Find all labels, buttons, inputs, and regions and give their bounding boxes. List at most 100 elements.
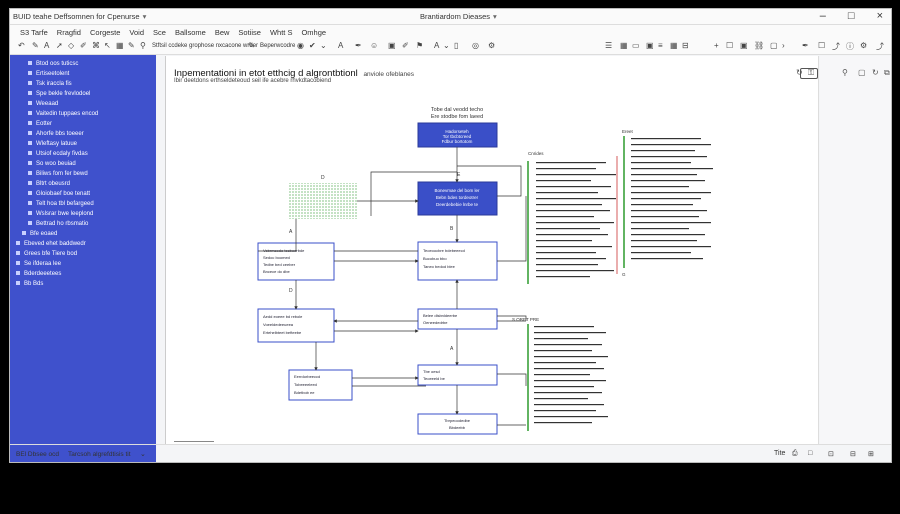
fit-icon[interactable]: ⊡ (828, 451, 834, 458)
settings-icon[interactable]: ⚙ (488, 41, 496, 50)
menu-item[interactable]: Corgeste (89, 27, 121, 37)
align-icon[interactable]: ☰ (605, 41, 613, 50)
shape-icon[interactable]: ◇ (68, 41, 75, 50)
sidebar-item[interactable]: Gloiobaef boe tenatt (28, 191, 90, 201)
document-title-menu[interactable]: Brantiardom Dieases▾ (420, 12, 497, 21)
pen-icon[interactable]: ✒ (802, 41, 809, 50)
info-icon[interactable]: ⓘ (846, 42, 854, 51)
list-icon[interactable]: ≡ (658, 41, 663, 50)
comment-icon[interactable]: ☐ (818, 41, 826, 50)
sidebar-item[interactable]: Bb Bds (16, 281, 43, 291)
add-icon[interactable]: + (714, 41, 719, 50)
flow-node-start[interactable] (417, 122, 498, 148)
format-icon[interactable]: ✐ (80, 41, 87, 50)
sidebar-item[interactable]: Spe bekle frevlodoel (28, 91, 90, 101)
close-button[interactable]: × (876, 10, 883, 22)
square-icon[interactable]: □ (808, 450, 813, 457)
flow-node-mid-3[interactable] (417, 364, 498, 386)
edit-icon[interactable]: ✎ (128, 41, 135, 50)
text-icon[interactable]: A (44, 41, 50, 50)
app-title-menu[interactable]: BUID teahe Deffsomnen for Cpenurse▾ (13, 12, 146, 21)
target-icon[interactable]: ◎ (472, 41, 479, 50)
sidebar-item[interactable]: Bderdeeetees (16, 271, 61, 281)
zoom-out-icon[interactable]: ⊟ (850, 451, 856, 458)
menu-item[interactable]: Ballsome (174, 27, 206, 37)
pin-icon[interactable]: ⚲ (842, 68, 848, 77)
sidebar-item[interactable]: Tsk iraccla fis (28, 81, 72, 91)
sidebar-item[interactable]: So woo beuiad (28, 161, 76, 171)
sidebar-item[interactable]: Ertiseetolent (28, 71, 69, 81)
font-icon[interactable]: A (338, 41, 344, 50)
arrow-icon[interactable]: ➚ (56, 41, 63, 50)
print-icon[interactable]: ⎙ (792, 450, 798, 457)
menu-item[interactable]: Sotiise (238, 27, 261, 37)
check-icon[interactable]: ✔ (309, 41, 316, 50)
sidebar-item[interactable]: Telt hoa tbl befargeed (28, 201, 94, 211)
minimize-button[interactable]: – (819, 10, 826, 22)
text-icon[interactable]: ☐ (726, 41, 734, 50)
image-icon[interactable]: ▣ (646, 41, 654, 50)
menu-item[interactable]: Omhge (301, 27, 327, 37)
sidebar-item[interactable]: Weeaad (28, 101, 58, 111)
sidebar-item[interactable]: Wslsrar bwe leeplond (28, 211, 93, 221)
undo-icon[interactable]: ↶ (18, 41, 25, 50)
image-icon[interactable]: ▣ (388, 41, 396, 50)
smile-icon[interactable]: ☺ (370, 41, 379, 50)
page-icon[interactable]: ▢ (858, 68, 866, 77)
sidebar-item[interactable]: Wleftasy latuue (28, 141, 77, 151)
link-icon[interactable]: ⌘ (92, 41, 100, 50)
toggle-icon[interactable]: ⊟ (682, 41, 689, 50)
refresh-icon[interactable]: ↻ (872, 68, 879, 77)
sidebar-item[interactable]: Ahorfe bbs toeeer (28, 131, 84, 141)
menu-item[interactable]: Void (129, 27, 145, 37)
edit-icon[interactable]: ✎ (248, 41, 255, 50)
sidebar-item[interactable]: Eotter (28, 121, 52, 131)
node-icon[interactable]: ⚲ (140, 41, 146, 50)
share-icon[interactable]: ⤴ (876, 42, 884, 51)
menu-item[interactable]: Sce (153, 27, 166, 37)
color-icon[interactable]: ◉ (297, 41, 304, 50)
sidebar-item[interactable]: Bfe eoaed (22, 231, 57, 241)
flow-node-process[interactable] (417, 181, 498, 216)
chevron-down-icon[interactable]: ⌄ (140, 451, 146, 458)
sidebar-item[interactable]: Btod oos tuticsc (28, 61, 78, 71)
sidebar-item[interactable]: Bettrad ho rbsmatio (28, 221, 88, 231)
share-icon[interactable]: ⤴ (832, 42, 840, 51)
flow-node-end[interactable] (417, 413, 498, 435)
settings-icon[interactable]: ⚙ (860, 41, 868, 50)
image-icon[interactable]: ▣ (740, 41, 748, 50)
pin-icon[interactable]: ⚑ (416, 41, 424, 50)
chevron-right-icon[interactable]: › (782, 41, 785, 50)
sidebar-item[interactable]: Ebeved ehet baddwedr (16, 241, 86, 251)
maximize-button[interactable]: □ (847, 10, 855, 22)
grid-icon[interactable]: ▦ (620, 41, 628, 50)
link-icon[interactable]: ⛓ (754, 41, 765, 50)
zoom-in-icon[interactable]: ⊞ (868, 451, 874, 458)
flow-node-mid-2[interactable] (417, 308, 498, 330)
sidebar-item[interactable]: Vaitedin tuppaes encod (28, 111, 98, 121)
sidebar-item[interactable]: Utsiof ecdaly fivdas (28, 151, 88, 161)
menu-item[interactable]: Whtt S (269, 27, 293, 37)
pen-icon[interactable]: ✒ (355, 41, 362, 50)
calendar-icon[interactable]: ▦ (670, 41, 678, 50)
pointer-icon[interactable]: ↖ (104, 41, 111, 50)
sidebar-item[interactable]: Grees bfe Tiere bod (16, 251, 77, 261)
sidebar-item[interactable]: Se ifderaa lee (16, 261, 61, 271)
copy-icon[interactable]: ⧉ (884, 68, 890, 77)
trash-icon[interactable]: ▯ (454, 41, 459, 50)
chevron-down-icon[interactable]: ⌄ (443, 41, 450, 50)
sidebar-item[interactable]: Biliws fom fer bewd (28, 171, 88, 181)
menu-item[interactable]: Rragfid (56, 27, 81, 37)
frame-button[interactable] (800, 68, 818, 79)
diagram-canvas[interactable]: Inpementationi in etot etthcig d algront… (165, 56, 819, 444)
menu-item[interactable]: S3 Tarfe (20, 27, 48, 37)
frame-icon[interactable]: ▢ (770, 41, 778, 50)
flow-node-left-3[interactable] (288, 369, 353, 401)
menu-item[interactable]: Bew (214, 27, 230, 37)
chevron-down-icon[interactable]: ⌄ (320, 41, 327, 50)
brush-icon[interactable]: ✐ (402, 41, 409, 50)
font-size-icon[interactable]: A (434, 41, 440, 50)
refresh-icon[interactable]: ↻ (796, 68, 803, 77)
layout-icon[interactable]: ▭ (632, 41, 640, 50)
pen-icon[interactable]: ✎ (32, 41, 39, 50)
